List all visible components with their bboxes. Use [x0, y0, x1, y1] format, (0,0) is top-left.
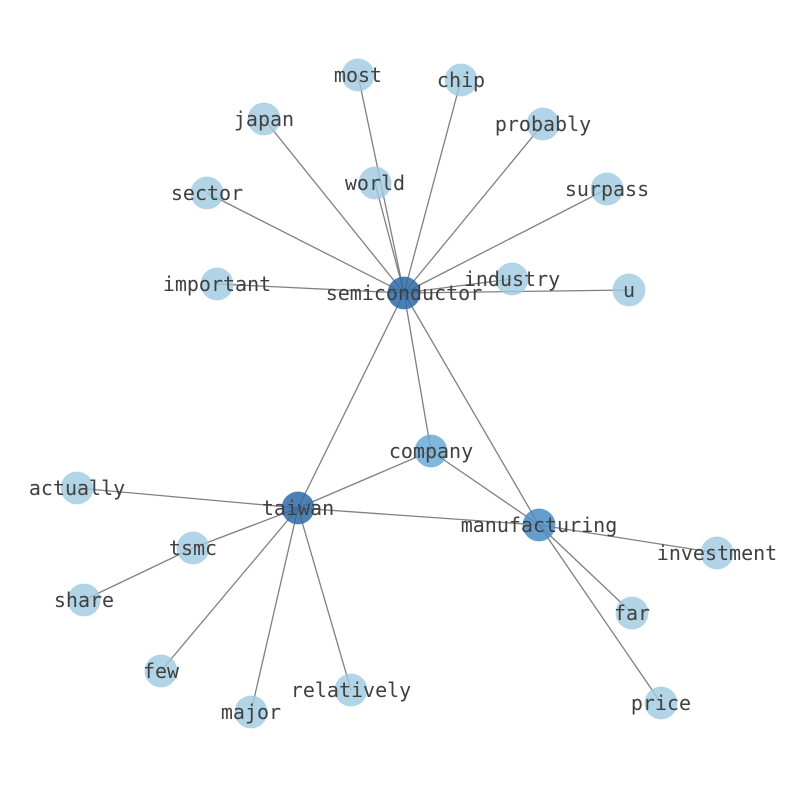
node-chip — [444, 63, 478, 97]
node-major — [234, 695, 268, 729]
edge-semiconductor-industry — [403, 278, 513, 294]
node-label-tsmc: tsmc — [169, 536, 217, 560]
node-label-sector: sector — [171, 181, 243, 205]
edge-taiwan-company — [297, 450, 432, 509]
edge-semiconductor-japan — [263, 118, 405, 294]
node-label-taiwan: taiwan — [262, 496, 334, 520]
node-tsmc — [176, 531, 210, 565]
node-label-share: share — [54, 588, 114, 612]
nodes-layer — [60, 58, 734, 729]
edge-semiconductor-taiwan — [297, 292, 405, 509]
node-label-world: world — [345, 171, 405, 195]
node-taiwan — [281, 491, 315, 525]
edge-semiconductor-world — [374, 182, 405, 294]
edge-taiwan-manufacturing — [297, 507, 540, 526]
node-label-industry: industry — [464, 267, 560, 291]
node-far — [615, 596, 649, 630]
node-semiconductor — [387, 276, 421, 310]
node-label-investment: investment — [657, 541, 777, 565]
node-world — [358, 166, 392, 200]
node-u — [612, 273, 646, 307]
node-probably — [526, 107, 560, 141]
node-label-important: important — [163, 272, 271, 296]
node-label-price: price — [631, 691, 691, 715]
node-label-u: u — [623, 278, 635, 302]
edge-semiconductor-company — [403, 292, 432, 452]
node-company — [414, 434, 448, 468]
node-share — [67, 583, 101, 617]
node-label-company: company — [389, 439, 473, 463]
node-label-surpass: surpass — [565, 177, 649, 201]
node-label-manufacturing: manufacturing — [461, 513, 618, 537]
node-label-few: few — [143, 659, 180, 683]
node-industry — [495, 262, 529, 296]
edge-semiconductor-important — [216, 283, 405, 294]
labels-layer: semiconductor taiwan manufacturing company m… — [29, 63, 777, 724]
edge-semiconductor-sector — [206, 192, 405, 294]
edge-semiconductor-probably — [403, 123, 544, 294]
edge-semiconductor-surpass — [403, 188, 608, 294]
node-price — [644, 686, 678, 720]
node-japan — [247, 102, 281, 136]
edge-semiconductor-manufacturing — [403, 292, 540, 526]
node-investment — [700, 536, 734, 570]
node-few — [144, 654, 178, 688]
node-most — [341, 58, 375, 92]
node-relatively — [334, 673, 368, 707]
edge-taiwan-relatively — [297, 507, 352, 691]
node-important — [200, 267, 234, 301]
node-label-actually: actually — [29, 476, 125, 500]
edge-taiwan-tsmc — [192, 507, 299, 549]
edge-manufacturing-far — [538, 524, 633, 614]
edge-tsmc-share — [83, 547, 194, 601]
edge-manufacturing-price — [538, 524, 662, 704]
node-manufacturing — [522, 508, 556, 542]
node-label-most: most — [334, 63, 382, 87]
edge-company-manufacturing — [430, 450, 540, 526]
node-label-japan: japan — [234, 107, 294, 131]
node-label-relatively: relatively — [291, 678, 411, 702]
node-surpass — [590, 172, 624, 206]
node-label-chip: chip — [437, 68, 485, 92]
edge-taiwan-major — [250, 507, 299, 713]
edge-manufacturing-investment — [538, 524, 718, 554]
node-label-semiconductor: semiconductor — [326, 281, 483, 305]
node-label-far: far — [614, 601, 650, 625]
node-actually — [60, 471, 94, 505]
edges-layer — [76, 74, 718, 713]
edge-semiconductor-chip — [403, 79, 462, 294]
edge-taiwan-actually — [76, 487, 299, 509]
edge-taiwan-few — [160, 507, 299, 672]
node-sector — [190, 176, 224, 210]
node-label-probably: probably — [495, 112, 591, 136]
node-label-major: major — [221, 700, 281, 724]
